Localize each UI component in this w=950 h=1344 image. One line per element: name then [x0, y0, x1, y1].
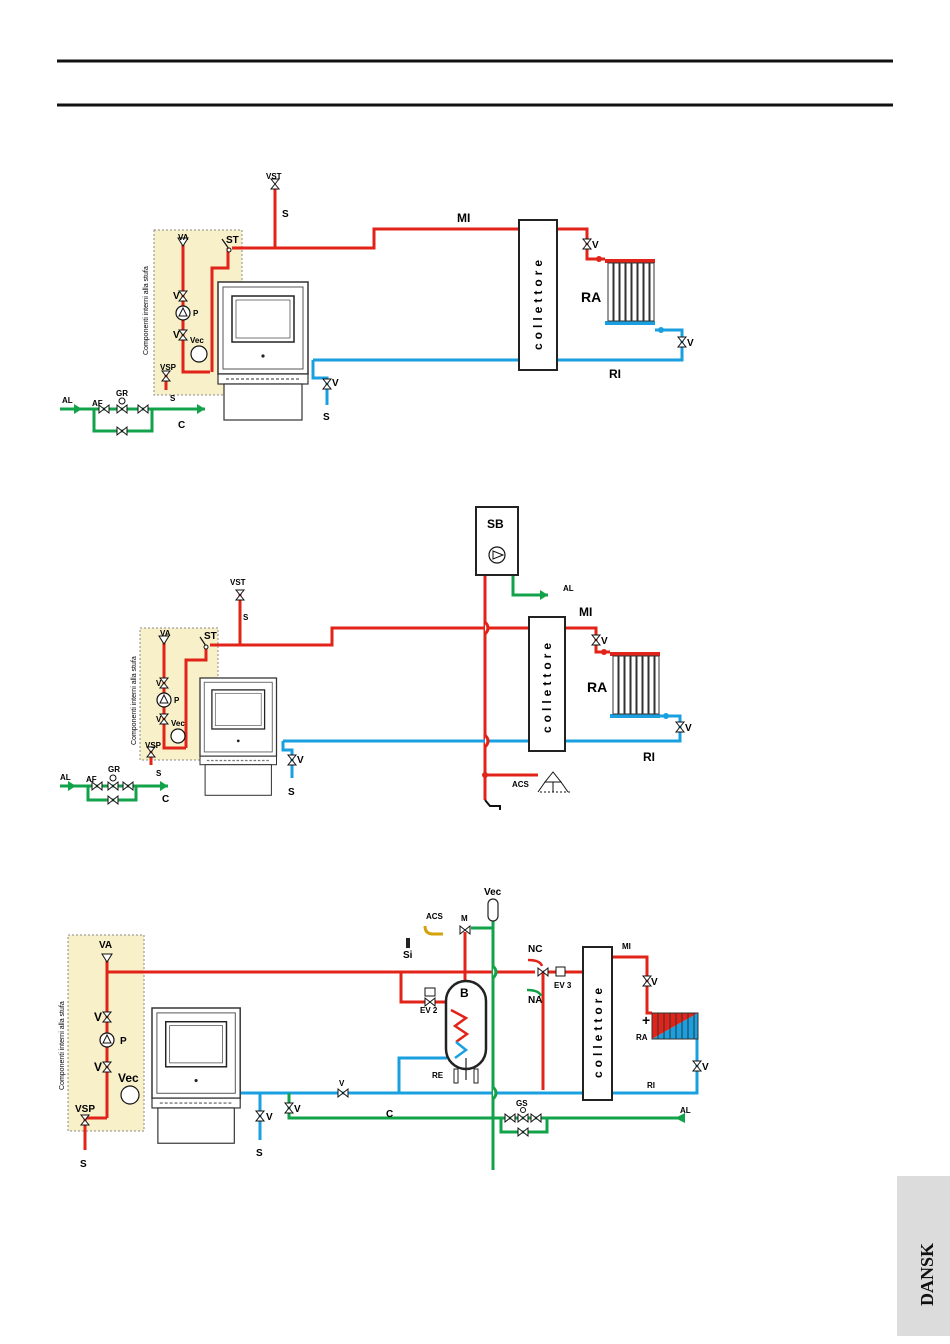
label-ra: RA	[587, 679, 607, 695]
label-vec: Vec	[190, 336, 204, 345]
label-s: S	[288, 787, 295, 798]
label-s: S	[323, 412, 330, 423]
label-sb: SB	[487, 517, 504, 531]
label-b: B	[460, 986, 469, 1000]
label-plus: +	[642, 1012, 650, 1028]
label-s: S	[80, 1159, 87, 1170]
label-v: V	[173, 291, 180, 302]
label-acs: ACS	[512, 780, 530, 789]
label-p: P	[174, 696, 180, 705]
label-ra: RA	[636, 1033, 648, 1042]
label-v: V	[294, 1104, 301, 1115]
label-s: S	[282, 209, 289, 220]
label-v: V	[173, 330, 180, 341]
pipe-crossing	[483, 620, 490, 749]
label-gr: GR	[108, 765, 120, 774]
label-c: C	[178, 420, 185, 431]
label-gs: GS	[516, 1099, 528, 1108]
label-s: S	[170, 394, 176, 403]
label-v: V	[702, 1062, 709, 1073]
diagram-3: VA V P V Vec VSP S V V S V C Si ACS M Ve…	[59, 887, 709, 1170]
label-s: S	[256, 1148, 263, 1159]
label-al: AL	[563, 584, 574, 593]
label-al: AL	[680, 1106, 691, 1115]
label-v: V	[297, 755, 304, 766]
label-mi: MI	[622, 942, 631, 951]
label-af: AF	[92, 399, 103, 408]
shower-icon	[537, 771, 572, 793]
collector-1	[518, 219, 558, 371]
label-ri: RI	[609, 367, 621, 381]
label-mi: MI	[457, 211, 470, 225]
internal-components-label: Componenti interni alla stufa	[131, 656, 138, 745]
label-va: VA	[160, 629, 171, 638]
label-vsp: VSP	[145, 741, 162, 750]
label-al: AL	[60, 773, 71, 782]
label-va: VA	[178, 233, 189, 242]
internal-components-label: Componenti interni alla stufa	[143, 266, 150, 355]
label-v: V	[266, 1112, 273, 1123]
label-vst: VST	[230, 578, 246, 587]
label-p: P	[120, 1036, 127, 1047]
label-v: V	[685, 723, 692, 734]
label-v: V	[687, 338, 694, 349]
label-ra: RA	[581, 289, 601, 305]
label-vec: Vec	[484, 887, 502, 898]
label-vec: Vec	[118, 1071, 139, 1085]
label-vsp: VSP	[160, 363, 177, 372]
label-nc: NC	[528, 944, 542, 955]
collector-2	[528, 616, 566, 752]
diagram-1: VST S MI RI RA V V V S VA ST V P V Vec V…	[60, 172, 694, 436]
label-mi: MI	[579, 605, 592, 619]
side-tab-label: DANSK	[917, 1243, 937, 1306]
label-ri: RI	[647, 1081, 655, 1090]
label-al: AL	[62, 396, 73, 405]
label-si: Si	[403, 950, 413, 961]
collector-label: collettore	[540, 639, 554, 733]
bridge-crossing	[491, 964, 498, 980]
label-v: V	[94, 1060, 102, 1074]
diagram-2: SB AL MI RI RA V V V S VST S VA ST V P V…	[60, 506, 692, 810]
label-vsp: VSP	[75, 1104, 95, 1115]
label-m: M	[461, 914, 468, 923]
label-v: V	[332, 378, 339, 389]
label-v: V	[601, 636, 608, 647]
side-tab	[897, 1176, 950, 1336]
label-acs: ACS	[426, 912, 444, 921]
label-v: V	[339, 1079, 345, 1088]
label-v: V	[651, 977, 658, 988]
label-va: VA	[99, 940, 112, 951]
label-s: S	[156, 769, 162, 778]
label-gr: GR	[116, 389, 128, 398]
label-ev2: EV 2	[420, 1006, 438, 1015]
label-v: V	[592, 240, 599, 251]
label-af: AF	[86, 775, 97, 784]
label-v: V	[94, 1010, 102, 1024]
label-st: ST	[204, 631, 217, 642]
label-ev3: EV 3	[554, 981, 572, 990]
label-s: S	[243, 613, 249, 622]
collector-3	[582, 946, 613, 1101]
collector-label: collettore	[531, 256, 545, 350]
label-st: ST	[226, 235, 239, 246]
label-v: V	[156, 679, 162, 688]
label-c: C	[386, 1109, 393, 1120]
boiler-sb	[475, 506, 519, 576]
label-p: P	[193, 309, 199, 318]
collector-label: collettore	[591, 984, 605, 1078]
label-vec: Vec	[171, 719, 185, 728]
label-ri: RI	[643, 750, 655, 764]
label-v: V	[156, 715, 162, 724]
label-c: C	[162, 794, 169, 805]
label-vst: VST	[266, 172, 282, 181]
label-na: NA	[528, 995, 542, 1006]
radiator-3	[651, 1012, 699, 1040]
internal-components-label: Componenti interni alla stufa	[59, 1001, 66, 1090]
label-re: RE	[432, 1071, 444, 1080]
